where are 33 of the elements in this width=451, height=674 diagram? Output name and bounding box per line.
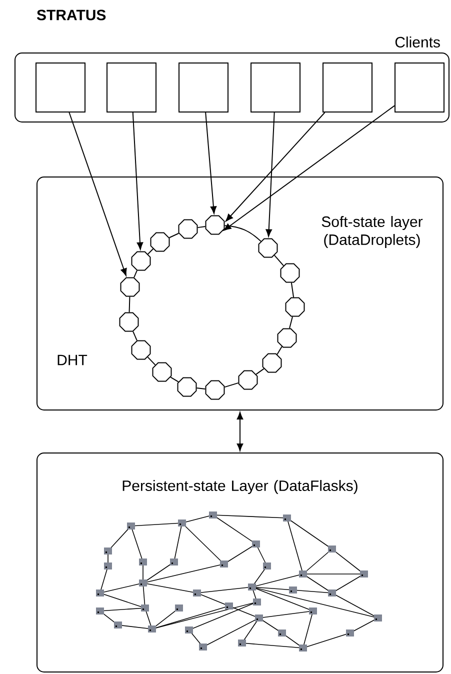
arrow [226, 112, 326, 222]
arrow [68, 112, 127, 276]
ring-link [132, 331, 138, 341]
client-box [250, 62, 300, 112]
ring-link [197, 226, 206, 228]
layer-panel: Persistent-state Layer (DataFlasks) [36, 452, 444, 672]
ring-link [147, 356, 156, 366]
ring-link [168, 232, 180, 238]
client-box [178, 62, 228, 112]
client-box [36, 62, 86, 112]
ring-link [224, 225, 262, 242]
client-box [106, 62, 156, 112]
ring-link [224, 382, 239, 388]
arrow [266, 112, 275, 237]
ring-link [128, 296, 130, 313]
arrow [132, 112, 144, 250]
layer-panel: Soft-state layer (DataDroplets) DHT [36, 176, 444, 410]
ring-link [289, 316, 293, 329]
title: STRATUS [36, 10, 106, 20]
arrow [224, 105, 395, 231]
node-label: Clients [395, 36, 440, 48]
ring-link [290, 282, 294, 298]
ring-link [170, 376, 179, 382]
ring-link [196, 388, 206, 390]
ring-link [256, 368, 264, 375]
ring-link [276, 346, 282, 355]
client-box [394, 62, 444, 112]
arrow [205, 112, 217, 214]
ring-link [134, 270, 138, 278]
arrow [236, 412, 244, 451]
ring-link [147, 248, 154, 255]
client-box [322, 62, 372, 112]
ring-link [274, 254, 284, 266]
